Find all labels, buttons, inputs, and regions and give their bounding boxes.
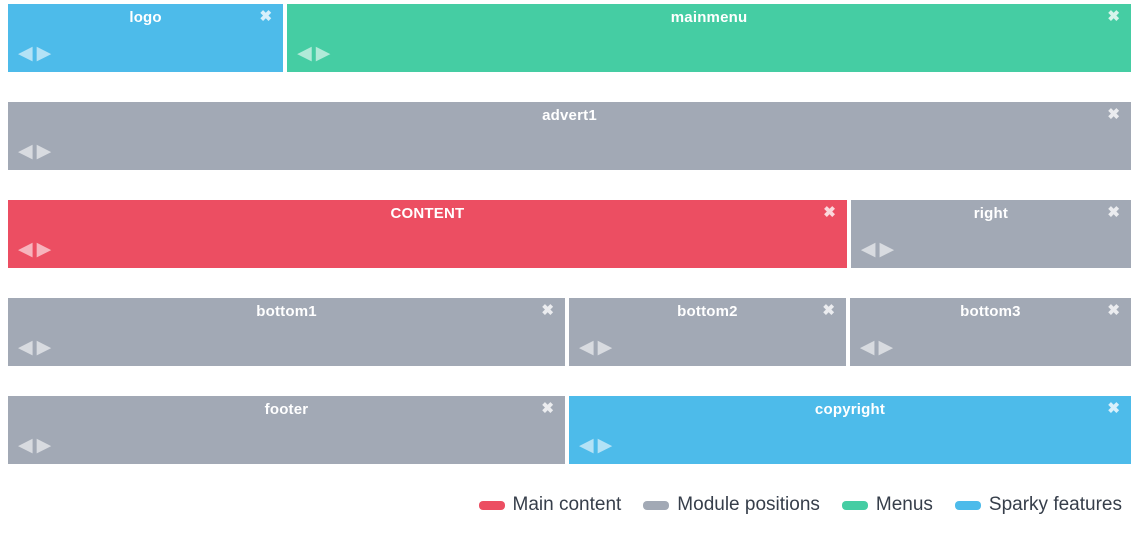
move-right-icon[interactable]: ▶ (315, 43, 331, 64)
legend: Main content Module positions Menus Spar… (8, 494, 1131, 516)
close-icon[interactable]: ✖ (1107, 302, 1120, 319)
block-footer[interactable]: footer ✖ ◀ ▶ (8, 396, 565, 464)
move-left-icon[interactable]: ◀ (579, 337, 594, 358)
move-right-icon[interactable]: ▶ (878, 337, 894, 358)
block-right[interactable]: right ✖ ◀ ▶ (850, 200, 1131, 268)
move-left-icon[interactable]: ◀ (860, 239, 876, 260)
layout-row-4: bottom1 ✖ ◀ ▶ bottom2 ✖ ◀ ▶ bottom3 ✖ ◀ … (8, 298, 1131, 366)
move-arrows: ◀ ▶ (18, 338, 51, 357)
legend-label: Module positions (677, 494, 820, 515)
layout-row-1: logo ✖ ◀ ▶ mainmenu ✖ ◀ ▶ (8, 4, 1131, 72)
main-content-swatch-icon (478, 500, 505, 510)
block-bottom1[interactable]: bottom1 ✖ ◀ ▶ (8, 298, 565, 366)
move-left-icon[interactable]: ◀ (18, 141, 33, 162)
move-right-icon[interactable]: ▶ (36, 435, 52, 456)
close-icon[interactable]: ✖ (1107, 106, 1120, 123)
close-icon[interactable]: ✖ (1107, 204, 1120, 221)
move-left-icon[interactable]: ◀ (297, 43, 312, 64)
legend-label: Sparky features (988, 494, 1122, 515)
move-arrows: ◀ ▶ (18, 44, 51, 63)
block-advert1[interactable]: advert1 ✖ ◀ ▶ (8, 102, 1131, 170)
block-title: logo (129, 9, 162, 26)
close-icon[interactable]: ✖ (823, 204, 836, 221)
move-left-icon[interactable]: ◀ (859, 337, 875, 358)
legend-label: Menus (875, 494, 933, 515)
layout-row-3: CONTENT ✖ ◀ ▶ right ✖ ◀ ▶ (8, 200, 1131, 268)
move-right-icon[interactable]: ▶ (597, 337, 613, 358)
move-left-icon[interactable]: ◀ (18, 337, 33, 358)
block-bottom2[interactable]: bottom2 ✖ ◀ ▶ (569, 298, 846, 366)
layout-row-5: footer ✖ ◀ ▶ copyright ✖ ◀ ▶ (8, 396, 1131, 464)
legend-item-module-positions: Module positions (643, 494, 820, 516)
close-icon[interactable]: ✖ (822, 302, 835, 319)
legend-item-menus: Menus (841, 494, 933, 516)
move-left-icon[interactable]: ◀ (18, 435, 33, 456)
block-logo[interactable]: logo ✖ ◀ ▶ (8, 4, 284, 72)
sparky-features-swatch-icon (954, 500, 981, 510)
move-arrows: ◀ ▶ (18, 240, 51, 259)
move-left-icon[interactable]: ◀ (18, 239, 33, 260)
block-title: right (973, 205, 1009, 222)
move-left-icon[interactable]: ◀ (579, 435, 594, 456)
move-right-icon[interactable]: ▶ (879, 239, 895, 260)
legend-item-sparky-features: Sparky features (954, 494, 1122, 516)
move-arrows: ◀ ▶ (579, 338, 612, 357)
layout-editor: logo ✖ ◀ ▶ mainmenu ✖ ◀ ▶ advert1 ✖ ◀ ▶ (8, 4, 1131, 516)
module-positions-swatch-icon (643, 500, 670, 510)
layout-row-2: advert1 ✖ ◀ ▶ (8, 102, 1131, 170)
block-title: CONTENT (390, 205, 465, 222)
block-title: bottom3 (960, 303, 1021, 320)
legend-item-main-content: Main content (478, 494, 622, 516)
close-icon[interactable]: ✖ (259, 8, 273, 25)
block-title: mainmenu (670, 9, 748, 26)
legend-label: Main content (512, 494, 622, 515)
block-content[interactable]: CONTENT ✖ ◀ ▶ (8, 200, 847, 268)
block-title: bottom2 (677, 303, 738, 320)
move-arrows: ◀ ▶ (18, 436, 51, 455)
move-arrows: ◀ ▶ (579, 436, 612, 455)
move-right-icon[interactable]: ▶ (597, 435, 613, 456)
move-left-icon[interactable]: ◀ (18, 43, 33, 64)
move-arrows: ◀ ▶ (297, 44, 330, 63)
move-arrows: ◀ ▶ (860, 338, 893, 357)
move-right-icon[interactable]: ▶ (36, 43, 52, 64)
block-title: copyright (814, 401, 886, 418)
move-arrows: ◀ ▶ (18, 142, 51, 161)
menus-swatch-icon (841, 500, 868, 510)
block-mainmenu[interactable]: mainmenu ✖ ◀ ▶ (287, 4, 1131, 72)
block-copyright[interactable]: copyright ✖ ◀ ▶ (569, 396, 1131, 464)
close-icon[interactable]: ✖ (541, 400, 554, 417)
block-title: advert1 (542, 107, 597, 124)
move-right-icon[interactable]: ▶ (36, 239, 52, 260)
close-icon[interactable]: ✖ (541, 302, 554, 319)
block-title: bottom1 (256, 303, 317, 320)
move-right-icon[interactable]: ▶ (36, 337, 52, 358)
move-right-icon[interactable]: ▶ (36, 141, 52, 162)
close-icon[interactable]: ✖ (1107, 8, 1120, 25)
block-title: footer (264, 401, 309, 418)
close-icon[interactable]: ✖ (1107, 400, 1120, 417)
move-arrows: ◀ ▶ (861, 240, 894, 259)
block-bottom3[interactable]: bottom3 ✖ ◀ ▶ (849, 298, 1131, 366)
